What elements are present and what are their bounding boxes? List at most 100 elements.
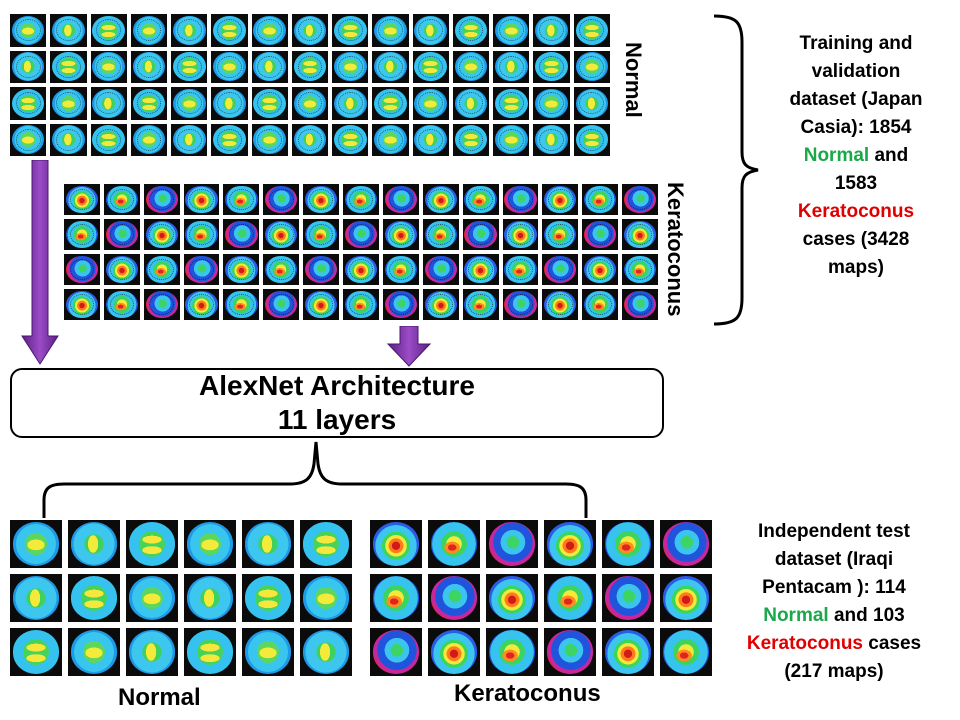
- corneal-map-image: [92, 15, 125, 45]
- corneal-map-image: [293, 125, 327, 155]
- test-text-line: (217 maps): [784, 661, 884, 682]
- corneal-map-image: [304, 185, 338, 214]
- normal-highlight: Normal: [803, 145, 870, 166]
- corneal-map-image: [623, 255, 657, 284]
- corneal-map-image: [488, 630, 536, 674]
- corneal-map-tile: [64, 219, 100, 250]
- corneal-map-tile: [372, 50, 409, 83]
- corneal-map-image: [495, 15, 528, 45]
- architecture-title: AlexNet Architecture: [199, 370, 475, 401]
- corneal-map-tile: [171, 123, 208, 156]
- corneal-map-image: [535, 15, 568, 45]
- corneal-map-image: [414, 15, 448, 45]
- corneal-map-image: [304, 255, 338, 284]
- corneal-map-tile: [251, 87, 288, 120]
- corneal-map-tile: [582, 219, 619, 250]
- corneal-map-image: [464, 185, 497, 214]
- corneal-map-image: [604, 522, 652, 566]
- corneal-map-tile: [382, 289, 419, 320]
- corneal-map-image: [424, 185, 457, 214]
- corneal-map-image: [464, 255, 497, 284]
- corneal-map-tile: [223, 289, 260, 320]
- corneal-map-tile: [10, 520, 62, 568]
- corneal-map-tile: [382, 184, 419, 215]
- corneal-map-tile: [10, 50, 47, 83]
- architecture-subtitle: 11 layers: [277, 404, 397, 435]
- corneal-map-image: [372, 576, 420, 620]
- corneal-map-tile: [242, 574, 294, 622]
- corneal-map-tile: [90, 14, 127, 47]
- corneal-map-tile: [422, 289, 459, 320]
- corneal-map-image: [488, 576, 536, 620]
- corneal-map-image: [52, 15, 85, 45]
- test-text-line: Normal and 103: [714, 602, 954, 630]
- corneal-map-image: [333, 52, 367, 82]
- corneal-map-image: [623, 185, 657, 214]
- training-text-line: validation: [811, 61, 901, 82]
- corneal-map-tile: [183, 184, 220, 215]
- corneal-map-image: [546, 630, 594, 674]
- corneal-map-tile: [251, 14, 288, 47]
- training-text-line: Keratoconus: [766, 198, 946, 226]
- corneal-map-image: [186, 576, 234, 620]
- corneal-map-tile: [343, 184, 379, 215]
- corneal-map-image: [544, 185, 577, 214]
- corneal-map-tile: [452, 50, 490, 83]
- corneal-map-image: [65, 290, 99, 319]
- corneal-map-tile: [372, 14, 409, 47]
- corneal-map-tile: [64, 289, 100, 320]
- corneal-map-tile: [660, 574, 712, 622]
- corneal-map-tile: [90, 123, 127, 156]
- corneal-map-tile: [126, 520, 178, 568]
- corneal-map-tile: [573, 14, 610, 47]
- corneal-map-tile: [183, 254, 220, 285]
- corneal-map-tile: [223, 254, 260, 285]
- corneal-map-image: [52, 52, 85, 82]
- corneal-map-image: [344, 220, 378, 249]
- corneal-map-image: [575, 15, 609, 45]
- corneal-map-image: [454, 15, 488, 45]
- corneal-map-tile: [533, 123, 570, 156]
- corneal-map-image: [333, 88, 367, 118]
- corneal-map-image: [132, 15, 166, 45]
- corneal-map-image: [333, 125, 367, 155]
- corneal-map-tile: [412, 87, 449, 120]
- corneal-map-tile: [10, 574, 62, 622]
- corneal-map-image: [575, 88, 609, 118]
- corneal-map-image: [495, 52, 528, 82]
- corneal-map-tile: [573, 87, 610, 120]
- corneal-map-tile: [103, 219, 140, 250]
- corneal-map-image: [225, 255, 258, 284]
- corneal-map-tile: [573, 50, 610, 83]
- corneal-map-image: [662, 630, 710, 674]
- corneal-map-tile: [143, 184, 180, 215]
- corneal-map-image: [12, 576, 60, 620]
- corneal-map-tile: [544, 574, 596, 622]
- corneal-map-tile: [50, 50, 87, 83]
- corneal-map-image: [185, 255, 218, 284]
- corneal-map-image: [213, 88, 246, 118]
- training-brace: [713, 14, 759, 326]
- corneal-map-image: [253, 15, 287, 45]
- corneal-map-image: [575, 52, 609, 82]
- corneal-map-tile: [303, 254, 340, 285]
- corneal-map-tile: [332, 87, 369, 120]
- test-text-line: dataset (Iraqi: [774, 549, 894, 570]
- corneal-map-image: [344, 290, 378, 319]
- corneal-map-tile: [660, 520, 712, 568]
- corneal-map-tile: [582, 254, 619, 285]
- corneal-map-image: [92, 52, 125, 82]
- corneal-map-image: [225, 290, 258, 319]
- corneal-map-tile: [462, 219, 499, 250]
- corneal-map-image: [504, 220, 537, 249]
- corneal-map-tile: [64, 184, 100, 215]
- corneal-map-tile: [291, 14, 329, 47]
- corneal-map-tile: [462, 254, 499, 285]
- corneal-map-tile: [412, 123, 449, 156]
- test-text-line: Pentacam ): 114: [762, 577, 906, 598]
- corneal-map-image: [504, 255, 537, 284]
- corneal-map-image: [128, 522, 176, 566]
- corneal-map-tile: [143, 289, 180, 320]
- corneal-map-image: [65, 255, 99, 284]
- corneal-map-tile: [343, 289, 379, 320]
